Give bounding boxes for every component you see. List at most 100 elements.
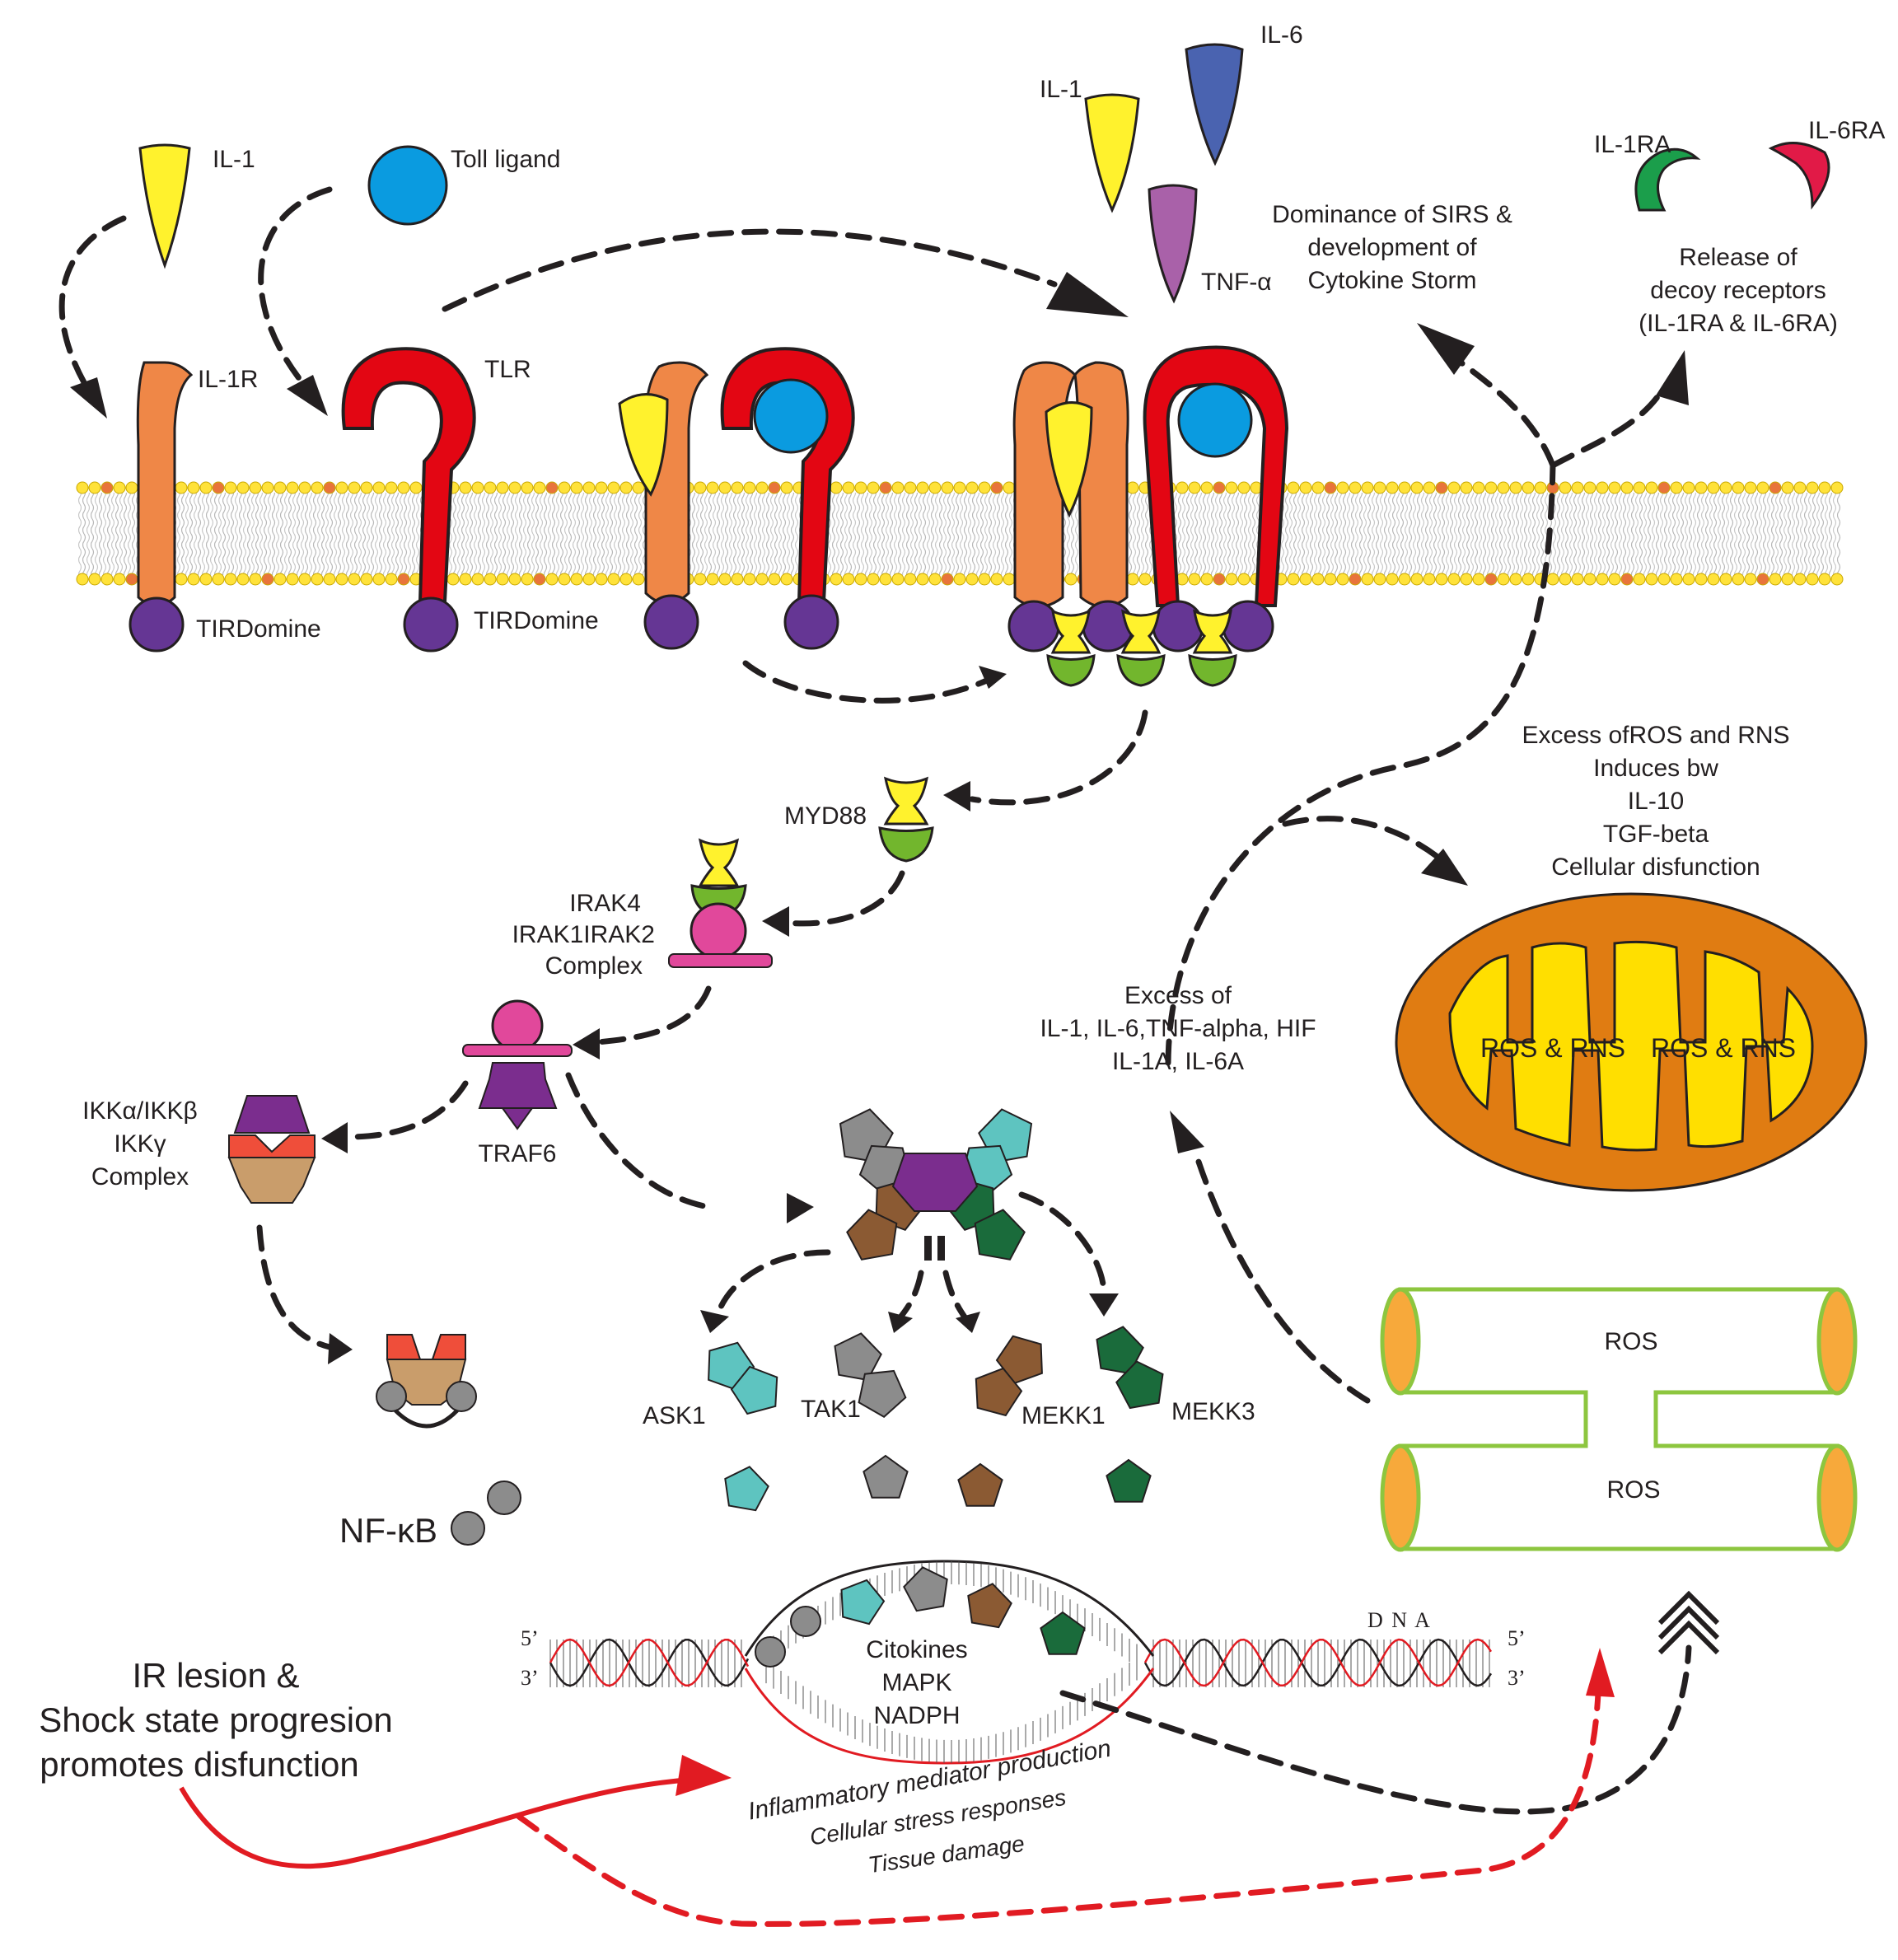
arrowhead xyxy=(762,906,789,937)
il6-top-label: IL-6 xyxy=(1260,21,1303,49)
er-ros-label-2: ROS xyxy=(1606,1476,1660,1504)
sirs-line-2: development of xyxy=(1307,234,1477,261)
arrow-traf6-to-mapkkk xyxy=(565,1072,712,1210)
ikk-line-2: IKKγ xyxy=(114,1130,166,1158)
arrow-ikk-to-nfkb xyxy=(256,1224,333,1350)
il1-ligand-top xyxy=(1084,93,1140,213)
arrow-ir-solid xyxy=(179,1777,693,1869)
il1r-label: IL-1R xyxy=(198,366,258,393)
three-prime-left: 3’ xyxy=(521,1666,539,1690)
cell-membrane xyxy=(76,481,1844,586)
decoy-line-2: decoy receptors xyxy=(1650,277,1826,304)
arrowhead xyxy=(943,781,970,812)
dna-label: D N A xyxy=(1367,1608,1432,1632)
dimerized-receptor-complex xyxy=(1007,345,1289,687)
red-arrowhead xyxy=(676,1755,732,1796)
ikk-line-3: Complex xyxy=(91,1163,189,1191)
il1-receptor xyxy=(129,361,194,653)
arrowhead xyxy=(1170,1111,1204,1153)
arrowhead xyxy=(888,1312,913,1333)
arrow-to-sirs xyxy=(1447,351,1556,469)
nucleus-line-1: Citokines xyxy=(866,1636,967,1663)
ir-lesion-line-1: IR lesion & xyxy=(132,1656,299,1695)
arrowhead xyxy=(321,1122,348,1153)
nucleus-line-2: MAPK xyxy=(881,1669,951,1696)
tir-label-1: TIRDomine xyxy=(196,615,321,643)
traf6 xyxy=(462,999,573,1130)
arrowhead xyxy=(700,1310,729,1333)
arrow-to-ikk xyxy=(343,1080,469,1140)
nfkb-label: NF-κB xyxy=(339,1511,437,1550)
outcome-line-3: Tissue damage xyxy=(867,1831,1026,1878)
irak-line-2: IRAK1IRAK2 xyxy=(512,921,655,948)
arrow-to-cytokine-release xyxy=(442,228,1058,312)
mekk1-label: MEKK1 xyxy=(1021,1402,1106,1429)
arrow-to-decoy-release xyxy=(1550,384,1667,469)
mapkkk-proteins xyxy=(708,1326,1164,1512)
decoy-line-3: (IL-1RA & IL-6RA) xyxy=(1639,310,1838,337)
arrow-to-irak xyxy=(783,870,905,927)
arrow-to-traf6 xyxy=(594,985,712,1045)
il1-left-label: IL-1 xyxy=(213,146,255,173)
ikk-complex xyxy=(227,1095,316,1204)
myd88-adaptors xyxy=(1046,609,1237,687)
il1ra-decoy-receptor xyxy=(1634,147,1701,212)
arrow-to-ros-excess xyxy=(1282,816,1449,867)
arrow-er-to-excess-il xyxy=(1191,1146,1371,1404)
excess-il-line-3: IL-1A, IL-6A xyxy=(1112,1048,1244,1075)
il1-top-label: IL-1 xyxy=(1040,76,1082,103)
tir-domain-tlr xyxy=(403,596,459,653)
toll-ligand xyxy=(367,145,448,226)
myd88-label: MYD88 xyxy=(784,802,867,830)
sirs-line-3: Cytokine Storm xyxy=(1307,267,1476,294)
mitochondrion xyxy=(1395,892,1868,1192)
nucleus-line-3: NADPH xyxy=(873,1702,960,1729)
dna-double-helix xyxy=(549,1560,1493,1765)
arrowhead xyxy=(787,1193,814,1223)
irak-line-3: Complex xyxy=(545,952,643,980)
tnf-alpha-ligand xyxy=(1148,184,1198,304)
arrow-toll-to-tlr xyxy=(258,186,333,389)
mapkkk-hub xyxy=(839,1108,1033,1261)
arrowhead xyxy=(1417,323,1475,375)
ask1-label: ASK1 xyxy=(643,1402,706,1429)
ir-lesion-line-2: Shock state progresion xyxy=(39,1700,393,1739)
arrowhead xyxy=(573,1028,600,1060)
triple-chevron-arrowhead xyxy=(1657,1590,1720,1655)
arrow-to-tak1 xyxy=(896,1270,924,1321)
ros-excess-line-4: TGF-beta xyxy=(1603,821,1709,848)
arrowhead xyxy=(1046,272,1129,317)
three-prime-right: 3’ xyxy=(1508,1666,1526,1690)
tir-domain-il1r xyxy=(129,596,185,653)
ros-excess-line-2: Induces bw xyxy=(1593,755,1718,782)
il1r-bound-il1 xyxy=(618,361,709,650)
myd88 xyxy=(878,776,934,863)
arrowhead xyxy=(979,666,1007,689)
mito-ros-label-2: ROS & RNS xyxy=(1651,1033,1796,1063)
arrowhead xyxy=(328,1333,353,1364)
nfkb xyxy=(451,1481,521,1546)
membrane-outer-leaflet xyxy=(76,481,1844,494)
arrow-ir-dashed xyxy=(516,1690,1601,1927)
endoplasmic-reticulum xyxy=(1380,1287,1858,1552)
traf6-label: TRAF6 xyxy=(478,1140,556,1167)
ir-lesion-line-3: promotes disfunction xyxy=(40,1745,359,1784)
irak-complex xyxy=(668,838,773,968)
five-prime-left: 5’ xyxy=(521,1626,539,1650)
tlr-bound-toll-ligand xyxy=(720,347,855,650)
arrow-to-ask1 xyxy=(713,1249,831,1321)
mekk3-label: MEKK3 xyxy=(1171,1398,1255,1425)
feedback-loop-arrow xyxy=(1165,462,1556,1066)
il6-ligand xyxy=(1185,43,1244,166)
toll-ligand-label: Toll ligand xyxy=(451,146,560,173)
tnf-label: TNF-α xyxy=(1201,269,1272,296)
arrow-to-dimerization xyxy=(742,660,992,704)
excess-il-line-1: Excess of xyxy=(1124,982,1232,1009)
arrow-to-mekk1 xyxy=(942,1270,969,1321)
arrowhead xyxy=(287,375,328,416)
il1ra-label: IL-1RA xyxy=(1594,131,1671,158)
arrowhead xyxy=(1656,350,1689,405)
arrowhead xyxy=(1421,849,1468,886)
